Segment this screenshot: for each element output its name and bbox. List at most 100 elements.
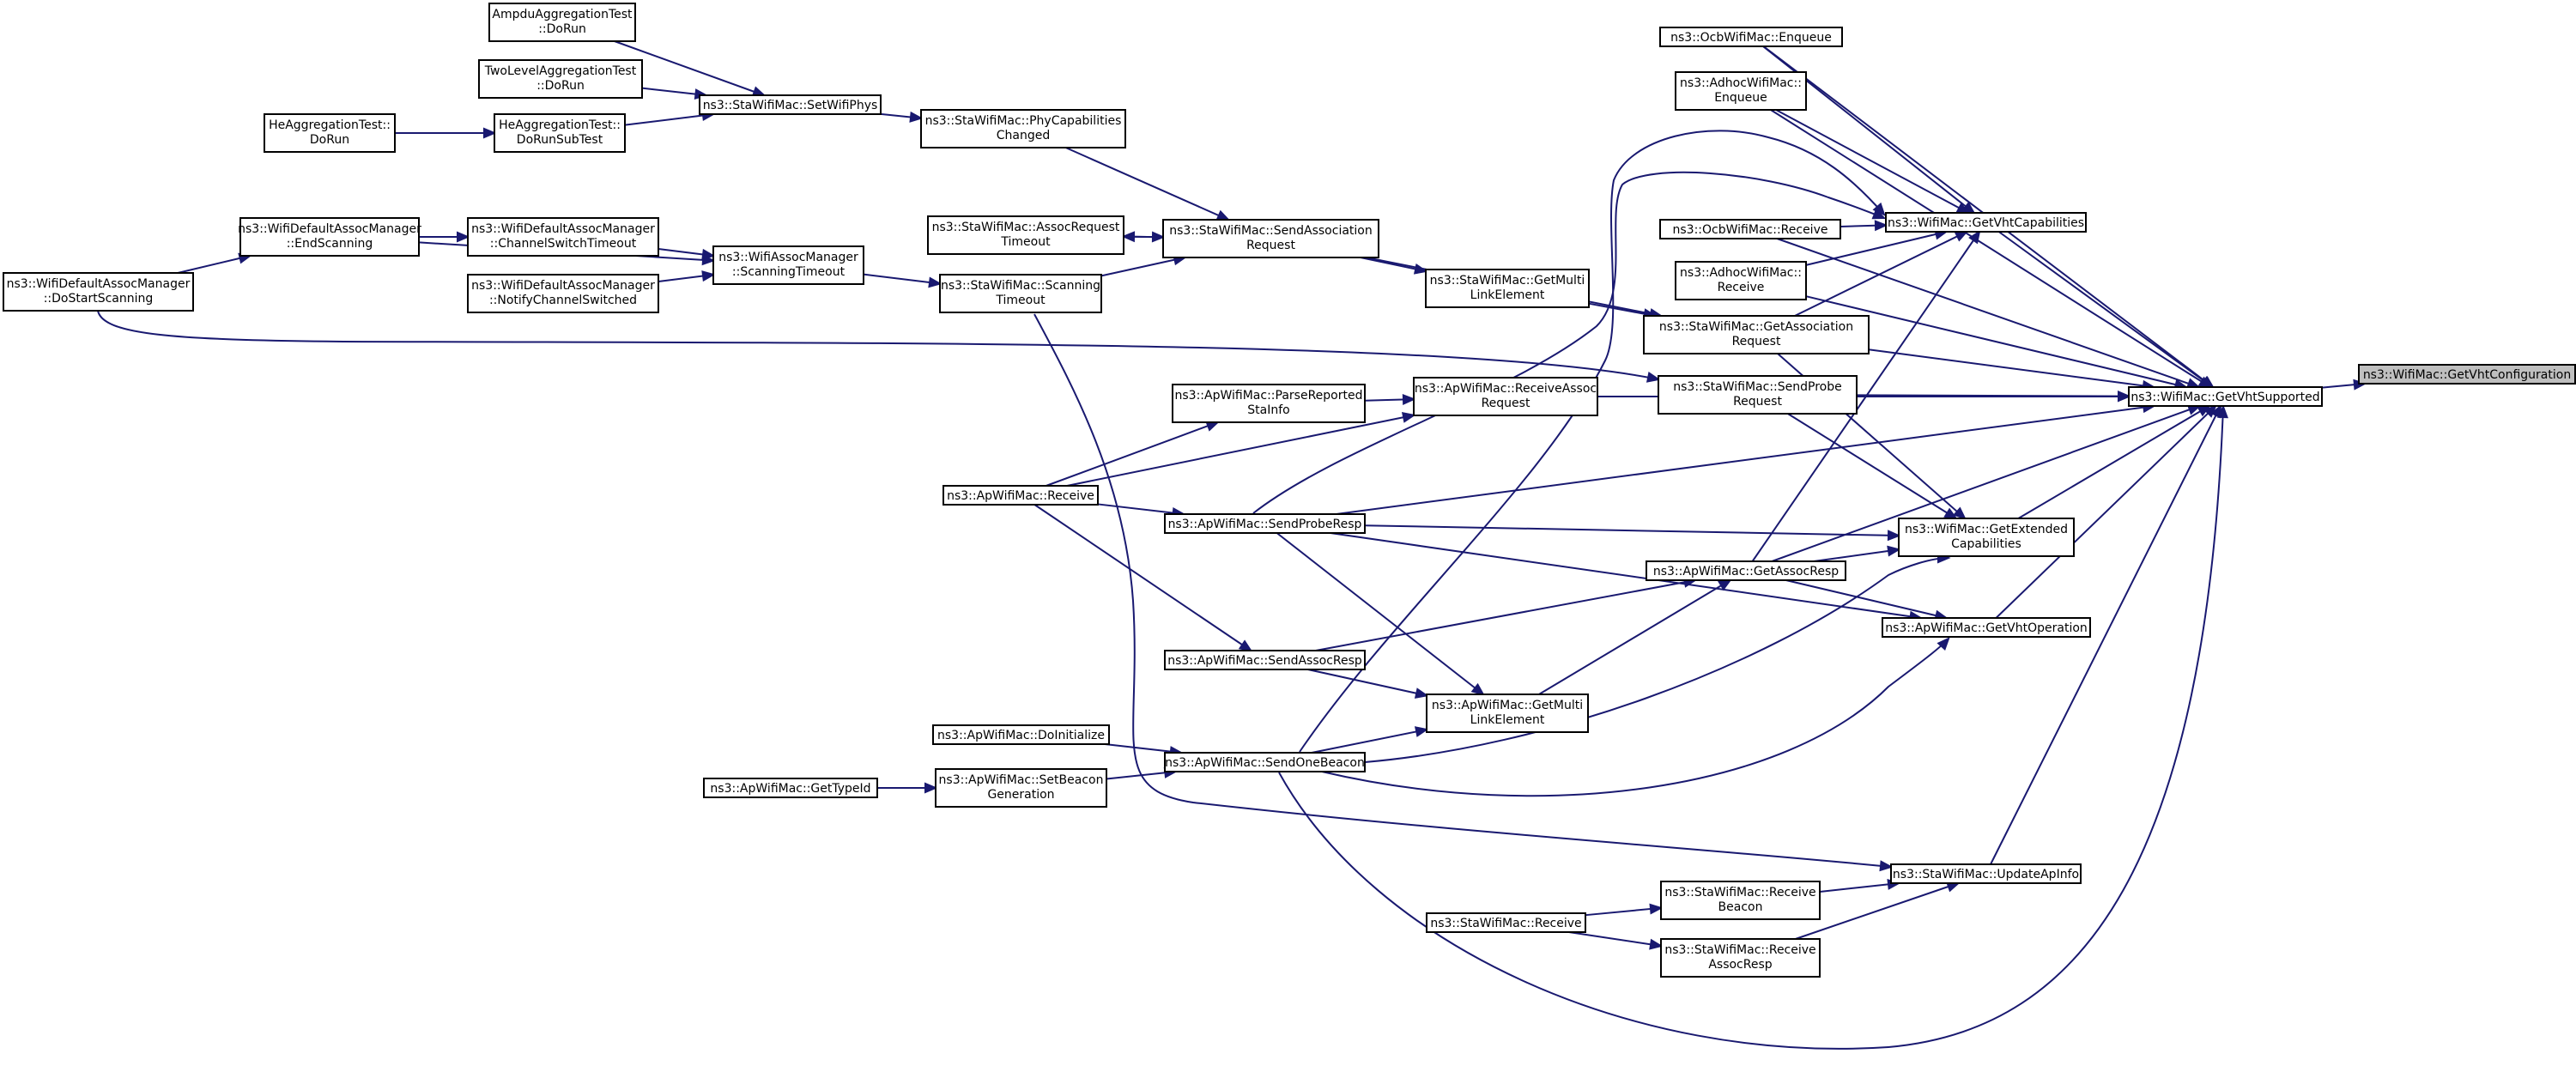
node-box <box>712 245 864 285</box>
node-box <box>1162 219 1379 258</box>
edge-line <box>1568 931 1662 948</box>
edge-scanto-to-updateap <box>1033 313 1894 872</box>
node-label: HeAggregationTest:: <box>269 118 391 132</box>
node-adhocenq[interactable]: ns3::AdhocWifiMac::Enqueue <box>1675 71 1807 111</box>
node-box <box>1658 375 1858 415</box>
node-box <box>1643 315 1870 354</box>
arrowhead <box>1879 860 1894 872</box>
node-label: ns3::WifiMac::GetVhtConfiguration <box>2363 368 2571 382</box>
node-label: ns3::AdhocWifiMac:: <box>1680 266 1802 280</box>
node-box <box>2358 364 2576 385</box>
node-hesub[interactable]: HeAggregationTest::DoRunSubTest <box>494 113 626 153</box>
edge-endscan-to-chswto <box>419 231 470 243</box>
node-sendbeacon[interactable]: ns3::ApWifiMac::SendOneBeacon <box>1164 752 1366 772</box>
arrowhead <box>924 782 938 794</box>
node-label: ns3::ApWifiMac::DoInitialize <box>937 729 1105 742</box>
node-chswto[interactable]: ns3::WifiDefaultAssocManager::ChannelSwi… <box>467 217 659 257</box>
node-box <box>703 778 878 798</box>
node-vhtcap[interactable]: ns3::WifiMac::GetVhtCapabilities <box>1885 212 2087 233</box>
node-label: ::DoRun <box>538 22 586 36</box>
node-label: ns3::StaWifiMac::Scanning <box>941 279 1100 293</box>
node-sendproberesp[interactable]: ns3::ApWifiMac::SendProbeResp <box>1164 513 1366 534</box>
edge-getassocresp-to-vhtsup <box>1771 404 2202 562</box>
node-root[interactable]: ns3::WifiMac::GetVhtConfiguration <box>2358 364 2576 385</box>
node-label: ns3::WifiDefaultAssocManager <box>471 279 655 293</box>
node-label: TwoLevelAggregationTest <box>484 64 637 78</box>
node-label: Changed <box>997 129 1051 142</box>
edge-ocbrecv-to-vhtcap <box>1840 220 1888 232</box>
node-ocbenq[interactable]: ns3::OcbWifiMac::Enqueue <box>1659 27 1843 47</box>
node-label: ns3::StaWifiMac::Receive <box>1664 886 1815 899</box>
node-endscan[interactable]: ns3::WifiDefaultAssocManager::EndScannin… <box>238 217 421 257</box>
node-vhtop[interactable]: ns3::ApWifiMac::GetVhtOperation <box>1882 617 2091 638</box>
node-box <box>1885 212 2087 233</box>
arrowhead <box>1968 229 1981 245</box>
node-setwifiphys[interactable]: ns3::StaWifiMac::SetWifiPhys <box>699 94 882 115</box>
node-label: Capabilities <box>1951 537 2021 551</box>
edge-line <box>1033 313 1892 868</box>
node-ocbrecv[interactable]: ns3::OcbWifiMac::Receive <box>1659 219 1841 239</box>
node-vhtsup[interactable]: ns3::WifiMac::GetVhtSupported <box>2128 386 2323 407</box>
node-startscan[interactable]: ns3::WifiDefaultAssocManager::DoStartSca… <box>3 272 194 312</box>
arrowhead <box>1414 726 1429 737</box>
node-box <box>1659 27 1843 47</box>
node-doinit[interactable]: ns3::ApWifiMac::DoInitialize <box>932 724 1110 745</box>
arrowhead <box>1401 412 1416 423</box>
edge-line <box>1990 405 2221 865</box>
node-gettypeid[interactable]: ns3::ApWifiMac::GetTypeId <box>703 778 878 798</box>
node-ampdu[interactable]: AmpduAggregationTest::DoRun <box>488 3 636 42</box>
node-notifych[interactable]: ns3::WifiDefaultAssocManager::NotifyChan… <box>467 274 659 313</box>
arrowhead <box>1646 372 1661 383</box>
node-getassocresp[interactable]: ns3::ApWifiMac::GetAssocResp <box>1646 560 1846 581</box>
node-label: ns3::ApWifiMac::Receive <box>947 489 1094 503</box>
node-aprecv[interactable]: ns3::ApWifiMac::Receive <box>943 485 1099 506</box>
edge-line <box>1805 295 2186 388</box>
edge-twolevel-to-setwifiphys <box>641 87 709 100</box>
node-label: ns3::WifiMac::GetVhtSupported <box>2131 391 2319 404</box>
node-layer: ns3::WifiMac::GetVhtConfigurationns3::Wi… <box>3 3 2576 978</box>
arrowhead <box>1215 209 1231 221</box>
node-label: Request <box>1733 395 1782 409</box>
node-label: ns3::StaWifiMac::AssocRequest <box>932 221 1120 234</box>
node-label: ::EndScanning <box>287 237 373 251</box>
node-updateap[interactable]: ns3::StaWifiMac::UpdateApInfo <box>1890 863 2082 884</box>
edge-getassocresp-to-vhtop <box>1785 579 1949 621</box>
node-scanto[interactable]: ns3::StaWifiMac::ScanningTimeout <box>939 274 1102 313</box>
node-label: ns3::StaWifiMac::GetMulti <box>1430 274 1585 288</box>
edge-sendbeacon-to-vhtop <box>1321 637 1950 797</box>
node-label: ns3::WifiDefaultAssocManager <box>7 277 191 291</box>
node-box <box>478 59 643 99</box>
node-sendassocresp[interactable]: ns3::ApWifiMac::SendAssocResp <box>1164 650 1366 670</box>
edge-setwifiphys-to-phycap <box>880 111 924 123</box>
node-assocmgrto[interactable]: ns3::WifiAssocManager::ScanningTimeout <box>712 245 864 285</box>
node-adhocrecv[interactable]: ns3::AdhocWifiMac::Receive <box>1675 261 1807 300</box>
arrowhead <box>457 231 470 243</box>
node-label: Receive <box>1718 281 1765 294</box>
node-herun[interactable]: HeAggregationTest::DoRun <box>264 113 396 153</box>
node-label: Timeout <box>995 294 1046 307</box>
edge-sendassocreq-to-stamulti <box>1360 257 1428 275</box>
node-box <box>920 109 1126 148</box>
edge-line <box>1770 109 2211 388</box>
edge-sendproberesp-to-extcap <box>1364 524 1901 542</box>
edge-assocreqto-to-sendassocreq <box>1123 231 1166 243</box>
node-twolevel[interactable]: TwoLevelAggregationTest::DoRun <box>478 59 643 99</box>
node-label: ns3::StaWifiMac::Receive <box>1664 943 1815 957</box>
arrowhead <box>928 276 943 288</box>
node-starecv[interactable]: ns3::StaWifiMac::Receive <box>1426 912 1586 933</box>
node-label: ::ChannelSwitchTimeout <box>490 237 637 251</box>
